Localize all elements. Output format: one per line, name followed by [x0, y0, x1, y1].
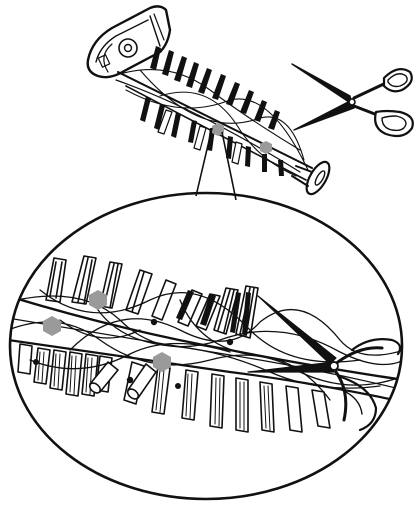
brush-roll-overview [88, 6, 334, 197]
brush-core [118, 72, 312, 168]
marker-hexagon [43, 316, 61, 336]
scissors-icon [292, 64, 413, 136]
detail-bristles-top [46, 256, 258, 338]
detail-magnifier [8, 193, 404, 499]
brush-end-right [292, 158, 334, 197]
detail-bristles-bottom [18, 344, 330, 432]
brush-end-cap [88, 6, 170, 77]
